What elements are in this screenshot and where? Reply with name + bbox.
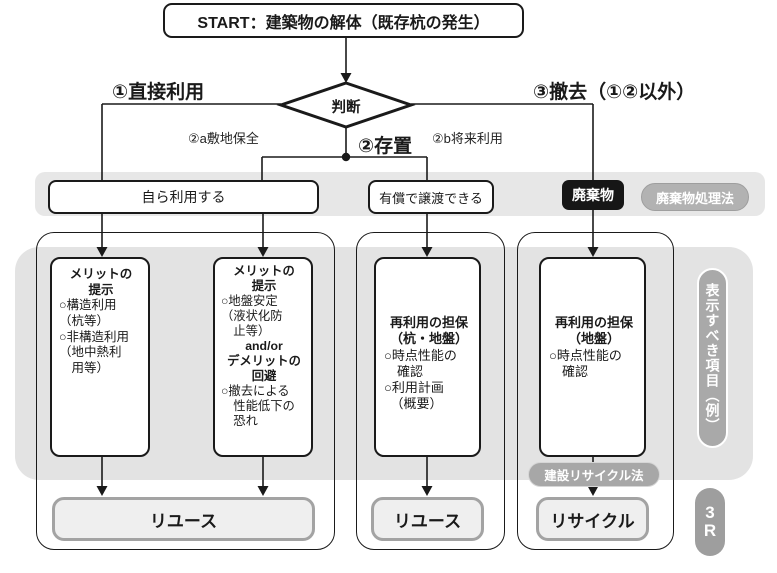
merit-box-2-andor: and/or bbox=[245, 339, 283, 353]
start-node: START：建築物の解体（既存杭の発生） bbox=[163, 3, 524, 38]
guarantee-box-2-body: ○時点性能の 確認 bbox=[549, 347, 622, 379]
merit-box-2: メリットの 提示 ○地盤安定 （液状化防 止等） and/or デメリットの 回… bbox=[213, 257, 313, 457]
guarantee-box-2: 再利用の担保 （地盤） ○時点性能の 確認 bbox=[539, 257, 646, 457]
demerit-box-2-title: デメリットの 回避 bbox=[227, 354, 301, 383]
display-items-pill: 表示すべき項目（例） bbox=[697, 268, 728, 448]
arrowheads bbox=[96, 73, 599, 496]
group-direct-use bbox=[36, 232, 335, 550]
merit-box-2-title: メリットの 提示 bbox=[233, 264, 295, 293]
waste-disposal-law-pill: 廃棄物処理法 bbox=[641, 183, 749, 211]
group-removal bbox=[517, 232, 674, 550]
merit-box-1: メリットの 提示 ○構造利用 （杭等） ○非構造利用 （地中熱利 用等） bbox=[50, 257, 150, 457]
reuse-wide-box: リユース bbox=[52, 497, 315, 541]
recycle-box: リサイクル bbox=[536, 497, 649, 541]
decision-label: 判断 bbox=[331, 100, 361, 116]
merit-box-2-item1: ○地盤安定 （液状化防 止等） bbox=[221, 294, 283, 338]
branch-2b-label: ②b将来利用 bbox=[432, 131, 503, 146]
branch-3-label: ③撤去（①②以外） bbox=[533, 82, 696, 103]
guarantee-box-2-title: 再利用の担保 （地盤） bbox=[554, 315, 633, 347]
branch-2-label: ②存置 bbox=[358, 136, 413, 157]
waste-box: 廃棄物 bbox=[562, 180, 624, 210]
paid-transfer-box: 有償で譲渡できる bbox=[368, 180, 494, 214]
guarantee-box-1: 再利用の担保 （杭・地盤） ○時点性能の 確認 ○利用計画 （概要） bbox=[374, 257, 481, 457]
merit-box-1-title: メリットの 提示 bbox=[69, 267, 133, 297]
branch-2a-label: ②a敷地保全 bbox=[188, 131, 259, 146]
merit-box-1-body: ○構造利用 （杭等） ○非構造利用 （地中熱利 用等） bbox=[59, 298, 130, 375]
three-r-badge: 3 R bbox=[695, 488, 725, 556]
merit-box-2-item2: ○撤去による 性能低下の 恐れ bbox=[221, 384, 295, 428]
branch-1-label: ①直接利用 bbox=[112, 82, 205, 103]
guarantee-box-1-body: ○時点性能の 確認 ○利用計画 （概要） bbox=[384, 347, 457, 412]
self-use-box: 自ら利用する bbox=[48, 180, 319, 214]
junction-dot bbox=[341, 152, 351, 162]
group-paid-transfer bbox=[356, 232, 505, 550]
decision-diamond bbox=[276, 81, 416, 129]
construction-recycle-law-pill: 建設リサイクル法 bbox=[528, 462, 660, 487]
reuse-box: リユース bbox=[371, 497, 484, 541]
guarantee-box-1-title: 再利用の担保 （杭・地盤） bbox=[389, 315, 468, 347]
